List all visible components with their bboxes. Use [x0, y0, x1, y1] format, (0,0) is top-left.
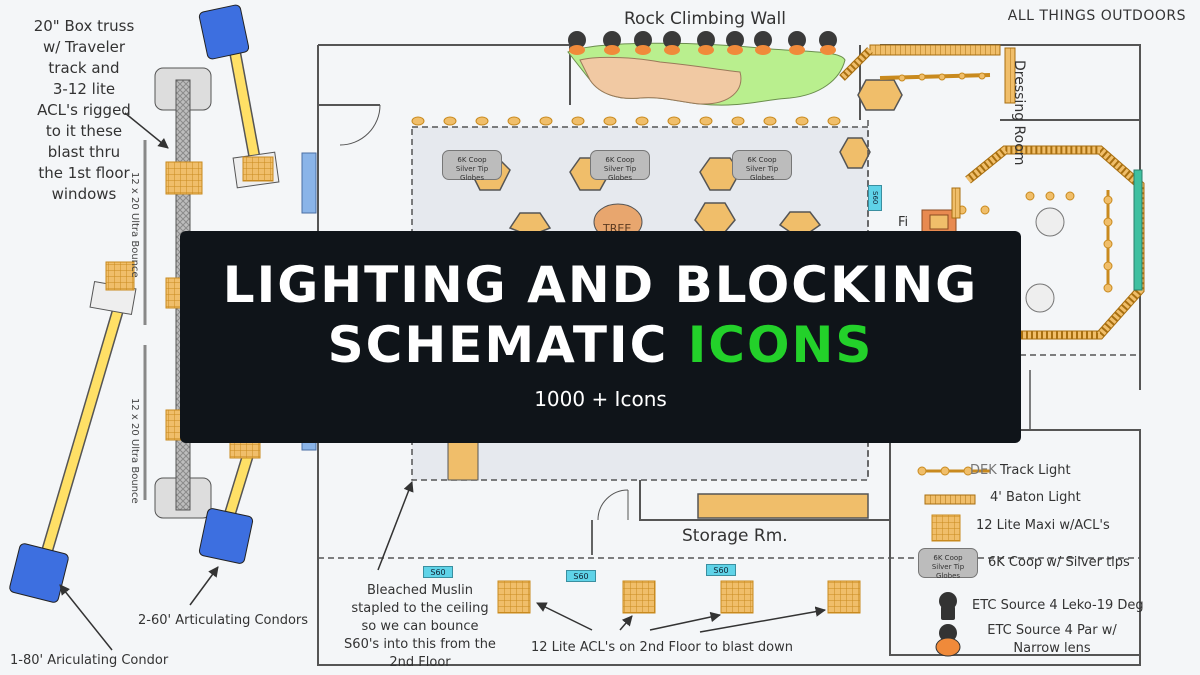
annotation-arrows [59, 112, 827, 651]
banner-title-line1: LIGHTING AND BLOCKING [222, 256, 979, 314]
s60-tag-vertical: S60 [868, 185, 882, 211]
banner-subtitle: 1000 + Icons [534, 387, 667, 411]
truss-note-line: w/ Traveler [42, 38, 126, 56]
brand-name: ALL THINGS OUTDOORS [1007, 8, 1186, 24]
title-banner: LIGHTING AND BLOCKING SCHEMATIC ICONS 10… [180, 231, 1021, 443]
muslin-edge-lights [411, 116, 841, 126]
rock-climbing-wall [567, 31, 846, 106]
banner-title-accent: ICONS [687, 316, 874, 374]
condor-lifts [9, 4, 280, 603]
coop-label-line2: Silver Tip Globes [603, 165, 637, 182]
coop-label-line2: Silver Tip Globes [745, 165, 779, 182]
truss-note-line: windows [51, 185, 117, 203]
door-arcs [597, 489, 629, 521]
legend-icons [917, 466, 990, 657]
s60-tag-3: S60 [706, 564, 736, 576]
acl-2nd-floor-label: 12 Lite ACL's on 2nd Floor to blast down [531, 640, 794, 655]
legend-label-par: ETC Source 4 Par w/ Narrow lens [972, 622, 1132, 658]
legend-label-leko: ETC Source 4 Leko-19 Deg [972, 598, 1144, 613]
truss-note-line: the 1st floor [38, 164, 130, 182]
truss-note-line: 3-12 lite [52, 80, 116, 98]
legend-label-par-text: ETC Source 4 Par w/ Narrow lens [987, 623, 1117, 656]
legend-coop-icon: 6K Coop Silver Tip Globes [918, 548, 978, 580]
muslin-note: Bleached Muslin stapled to the ceiling s… [330, 582, 510, 672]
truss-note-line: track and [48, 59, 120, 77]
banner-title-line2: SCHEMATIC ICONS [180, 315, 1021, 375]
truss-note: 20" Box truss w/ Traveler track and 3-12… [16, 16, 152, 205]
truss-note-line: ACL's rigged [37, 101, 131, 119]
truss-note-line: 20" Box truss [33, 17, 135, 35]
coop-light-3: 6K Coop Silver Tip Globes [732, 150, 792, 182]
legend-label-track-light: Track Light [1000, 463, 1071, 478]
coop-label-line2: Silver Tip Globes [455, 165, 489, 182]
legend-coop-line2: Silver Tip Globes [931, 563, 965, 580]
condor-80-label: 1-80' Ariculating Condor [10, 653, 169, 668]
muslin-note-line: 2nd Floor [389, 655, 451, 670]
legend-label-coop-light: 6K Coop w/ Silver tips [988, 555, 1130, 570]
floor-lights [447, 439, 869, 614]
coop-light-1: 6K Coop Silver Tip Globes [442, 150, 502, 182]
ultra-bounce-top-label: 12 x 20 Ultra Bounce [129, 172, 140, 278]
s60-tag-2: S60 [566, 570, 596, 582]
legend-label-maxi-light: 12 Lite Maxi w/ACL's [976, 518, 1110, 533]
right-side-fixtures [697, 44, 1145, 480]
ultra-bounce-bottom-label: 12 x 20 Ultra Bounce [129, 398, 140, 504]
muslin-note-line: Bleached Muslin [367, 583, 473, 598]
dressing-room-label: Dressing Room [1011, 60, 1027, 166]
muslin-note-line: stapled to the ceiling [351, 601, 489, 616]
storage-label: Storage Rm. [682, 526, 788, 546]
banner-title-prefix: SCHEMATIC [327, 316, 688, 374]
coop-label-line1: 6K Coop [747, 156, 777, 164]
legend-label-baton-light: 4' Baton Light [990, 490, 1081, 505]
truss-note-line: blast thru [47, 143, 121, 161]
truss-note-line: to it these [45, 122, 123, 140]
s60-tag-1: S60 [423, 566, 453, 578]
condors-60-label: 2-60' Articulating Condors [138, 613, 309, 628]
muslin-note-line: S60's into this from the [344, 637, 496, 652]
coop-light-2: 6K Coop Silver Tip Globes [590, 150, 650, 182]
coop-label-line1: 6K Coop [457, 156, 487, 164]
fi-partial-label: Fi [898, 215, 909, 230]
legend-coop-line1: 6K Coop [933, 554, 963, 562]
coop-label-line1: 6K Coop [605, 156, 635, 164]
muslin-note-line: so we can bounce [361, 619, 479, 634]
legend-track-partial: DEK [970, 463, 997, 478]
rock-wall-label: Rock Climbing Wall [624, 9, 786, 29]
